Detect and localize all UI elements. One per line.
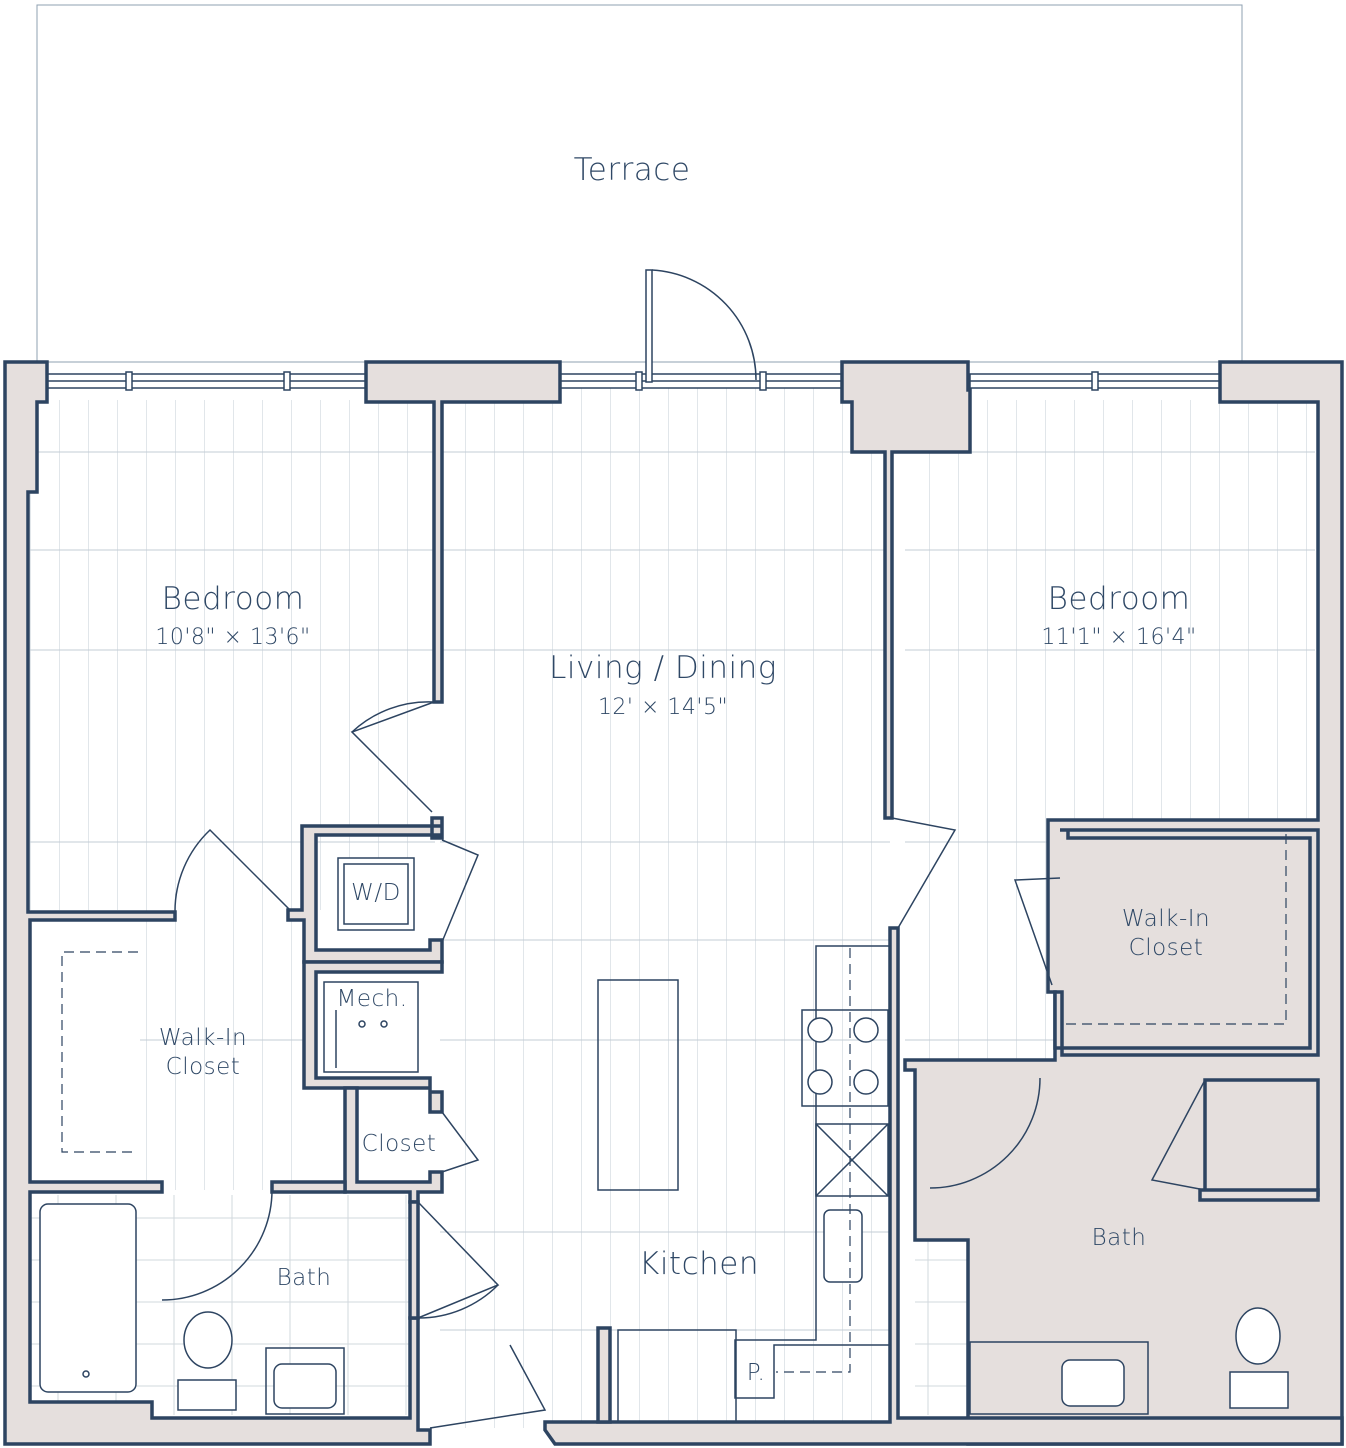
doors	[161, 269, 1206, 1429]
terrace-label: Terrace	[573, 152, 691, 188]
terrace-outline	[36, 4, 1243, 363]
living-label: Living / Dining	[549, 650, 777, 686]
bedroom-left-label: Bedroom	[161, 581, 305, 617]
bath-right-label: Bath	[1091, 1225, 1147, 1251]
mech-unit	[323, 981, 419, 1073]
kitchen-label: Kitchen	[638, 1246, 759, 1282]
toilet-left	[183, 1311, 233, 1369]
vanity-left	[265, 1347, 345, 1415]
mech-label: Mech.	[336, 986, 408, 1012]
pantry-label: P.	[746, 1360, 766, 1386]
toilet-right	[1235, 1307, 1281, 1365]
shelving	[61, 832, 1287, 1373]
vanity-right	[969, 1341, 1149, 1415]
closet-label: Closet	[361, 1131, 437, 1157]
wood-floors	[30, 388, 1315, 1428]
kitchen-counter	[734, 945, 891, 1399]
bedroom-left-dims: 10'8" × 13'6"	[155, 625, 311, 650]
living-dims: 12' × 14'5"	[597, 695, 729, 720]
washer-dryer	[337, 857, 415, 931]
bedroom-right-label: Bedroom	[1047, 581, 1191, 617]
fixtures	[39, 857, 1289, 1423]
bath-left-label: Bath	[276, 1265, 332, 1291]
kitchen-island	[597, 979, 679, 1191]
dishwasher	[815, 1123, 889, 1197]
kitchen-sink	[823, 1209, 863, 1283]
refrigerator	[617, 1329, 737, 1423]
stove	[801, 1009, 889, 1107]
bedroom-right-dims: 11'1" × 16'4"	[1041, 625, 1197, 650]
walkin-right-label: Walk-In Closet	[1121, 906, 1211, 961]
walkin-left-label: Walk-In Closet	[158, 1025, 248, 1080]
windows	[46, 371, 1221, 391]
bathtub	[39, 1203, 137, 1393]
wd-label: W/D	[351, 880, 401, 906]
